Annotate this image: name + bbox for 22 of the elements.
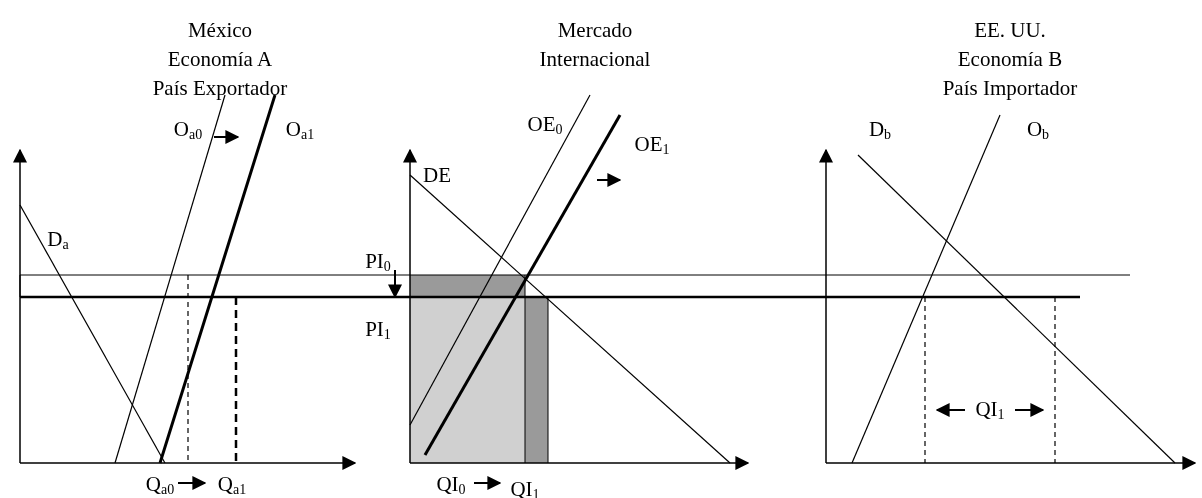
axis-label: Q$_{a0}$ [145,473,175,497]
heading-text: Economía A [167,48,273,70]
curve-label: DE [423,164,451,186]
heading-text: Economía B [957,48,1063,70]
axis-label: QI$_{0}$ [436,473,466,497]
curve-label: O$_{b}$ [1026,118,1050,142]
curve-label: OE$_{0}$ [527,113,563,137]
axis-label: QI$_{1}$ [975,398,1005,422]
heading-text: País Exportador [152,77,288,99]
heading-text: Mercado [557,19,633,41]
heading-text: EE. UU. [974,19,1046,41]
axis-label: PI$_{0}$ [365,250,391,274]
curve-label: O$_{a1}$ [285,118,315,142]
curve-label: D$_{b}$ [868,118,892,142]
heading-text: México [187,19,253,41]
curve-label: OE$_{1}$ [634,133,670,157]
curve-label: D$_{a}$ [47,228,69,252]
axis-label: Q$_{a1}$ [217,473,247,497]
heading-text: Internacional [539,48,651,70]
curve-label: O$_{a0}$ [173,118,203,142]
heading-text: País Importador [942,77,1078,99]
axis-label: PI$_{1}$ [365,318,391,342]
